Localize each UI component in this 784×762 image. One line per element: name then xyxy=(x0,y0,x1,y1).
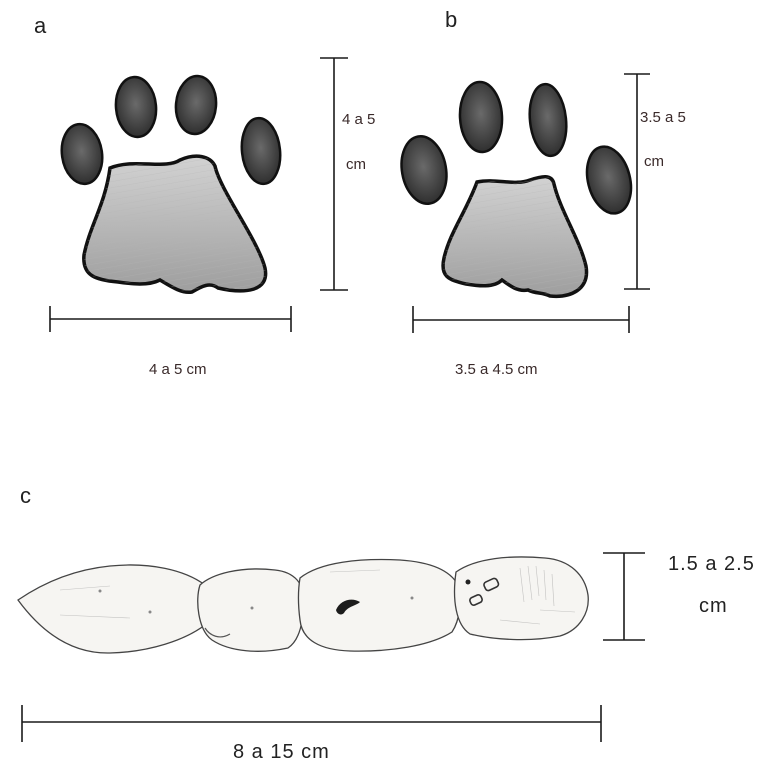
paw-print-a xyxy=(58,74,283,292)
height-label-b-line1: 3.5 a 5 xyxy=(640,109,686,126)
toe-a-1 xyxy=(58,122,106,187)
panel-c-letter: c xyxy=(20,483,31,508)
scat-segment-3 xyxy=(299,560,461,652)
height-dimension-c xyxy=(603,553,645,640)
pad-a-hatching xyxy=(84,156,266,292)
height-label-b-line2: cm xyxy=(644,153,664,170)
toe-a-3 xyxy=(174,74,219,135)
scat-drawing xyxy=(18,557,588,653)
width-label-c: 8 a 15 cm xyxy=(233,741,330,762)
width-label-b: 3.5 a 4.5 cm xyxy=(455,361,538,378)
pad-b-hatching xyxy=(443,177,587,297)
toe-b-3 xyxy=(526,82,569,157)
panel-b-letter: b xyxy=(445,7,457,32)
width-dimension-a xyxy=(50,306,291,332)
panel-a-letter: a xyxy=(34,13,47,38)
panel-c: c xyxy=(18,483,755,762)
scat-segment-2 xyxy=(198,569,304,651)
scat-dot-2 xyxy=(149,611,152,614)
height-label-a-line2: cm xyxy=(346,156,366,173)
scat-segment-4 xyxy=(455,557,589,640)
height-label-c-line1: 1.5 a 2.5 xyxy=(668,553,755,575)
height-label-c-line2: cm xyxy=(699,595,728,617)
height-label-a-line1: 4 a 5 xyxy=(342,111,375,128)
toe-b-2 xyxy=(458,81,504,153)
height-dimension-a xyxy=(320,58,348,290)
scat-segment-1 xyxy=(18,565,205,653)
scat-inclusion-3 xyxy=(466,580,471,585)
width-dimension-b xyxy=(413,306,629,333)
toe-a-4 xyxy=(239,116,284,186)
toe-b-4 xyxy=(580,142,637,218)
width-label-a: 4 a 5 cm xyxy=(149,361,207,378)
scat-dot-1 xyxy=(99,590,102,593)
width-dimension-c xyxy=(22,705,601,742)
panel-b: b 3.5 a 5 cm 3.5 a 4.5 cm xyxy=(396,7,685,378)
panel-a: a 4 a 5 cm 4 a 5 cm xyxy=(34,13,375,378)
toe-a-2 xyxy=(113,75,158,138)
scat-dot-4 xyxy=(411,597,414,600)
toe-b-1 xyxy=(396,133,451,208)
scat-dot-3 xyxy=(251,607,254,610)
paw-print-b xyxy=(396,81,637,296)
